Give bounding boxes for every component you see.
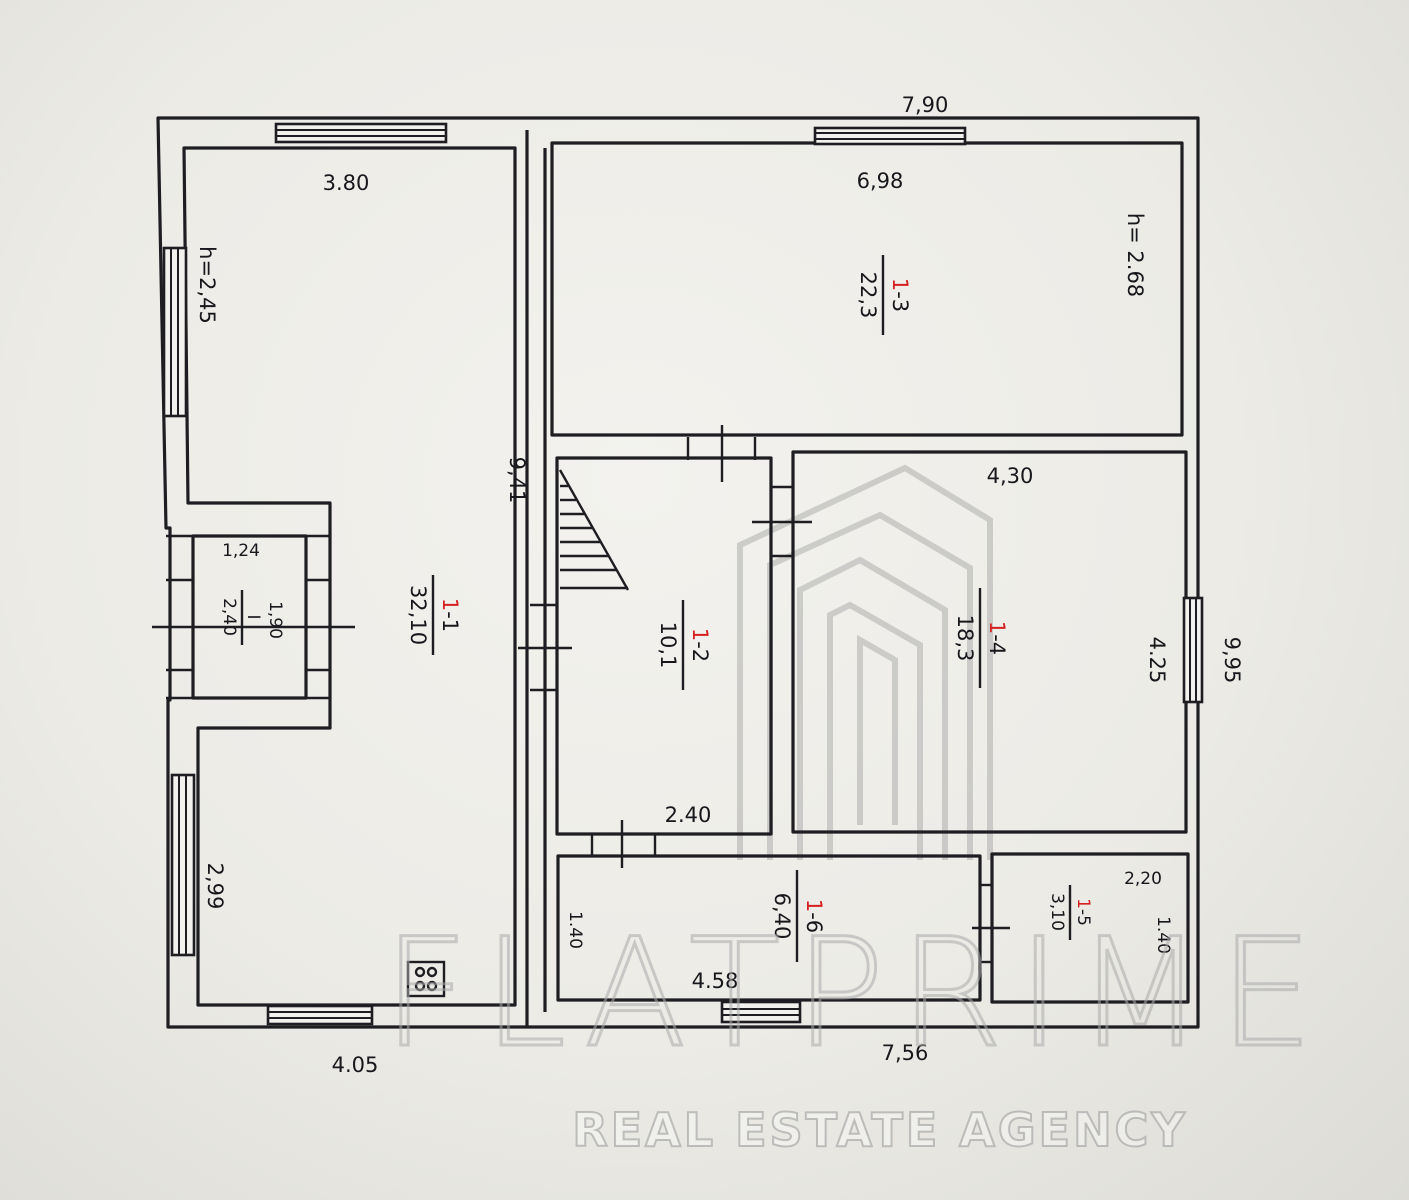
room-area: 6,40 bbox=[770, 893, 794, 940]
room-label-bars bbox=[240, 255, 1072, 962]
dim-top-overall: 7,90 bbox=[902, 93, 949, 117]
dim-r4-top: 4,30 bbox=[987, 464, 1034, 488]
room-label-1-5: 1-5 3,10 bbox=[1047, 893, 1093, 931]
room-label-1-6: 1-6 6,40 bbox=[770, 893, 826, 940]
dim-bottom-left: 4.05 bbox=[332, 1053, 379, 1077]
dim-right-overall: 9,95 bbox=[1220, 637, 1244, 684]
room-id: 1-6 bbox=[802, 899, 826, 933]
room-id: 1-2 bbox=[688, 628, 712, 662]
dim-closet-side: 1,90 bbox=[265, 601, 285, 639]
room-area: 2,40 bbox=[219, 598, 239, 636]
watermark-logo-icon bbox=[737, 464, 993, 860]
room-label-1-2: 1-2 10,1 bbox=[656, 622, 712, 669]
room-id: 1-1 bbox=[438, 598, 462, 632]
room-area: 3,10 bbox=[1047, 893, 1067, 931]
room-label-closet: I 2,40 bbox=[219, 598, 263, 636]
dim-r5-side: 1.40 bbox=[1153, 916, 1173, 954]
dim-closet-top: 1,24 bbox=[222, 541, 260, 561]
dim-r4-side: 4.25 bbox=[1145, 637, 1169, 684]
room-label-1-3: 1-3 22,3 bbox=[856, 272, 912, 319]
room-area: 18,3 bbox=[953, 615, 977, 662]
dim-r1-height: h=2,45 bbox=[195, 246, 219, 324]
dim-r1-lower-side: 2,99 bbox=[203, 863, 227, 910]
dim-r2-bottom: 2.40 bbox=[665, 803, 712, 827]
room-id: 1-3 bbox=[888, 278, 912, 312]
room-area: 10,1 bbox=[656, 622, 680, 669]
room-area: 22,3 bbox=[856, 272, 880, 319]
stove-icon bbox=[406, 960, 446, 998]
window-top-left-icon bbox=[274, 122, 448, 144]
door-marks bbox=[518, 425, 1010, 964]
room-label-1-1: 1-1 32,10 bbox=[406, 585, 462, 645]
closet-walls bbox=[152, 534, 355, 700]
dim-r6-side: 1.40 bbox=[565, 911, 585, 949]
stairs-icon bbox=[558, 469, 630, 591]
dim-r1-top: 3.80 bbox=[323, 171, 370, 195]
window-right-icon bbox=[1182, 596, 1204, 704]
window-left-lower-icon bbox=[170, 773, 196, 957]
watermark-brand: FLATPRIME bbox=[383, 907, 1328, 1081]
dim-r5-top: 2,20 bbox=[1124, 869, 1162, 889]
room-area: 32,10 bbox=[406, 585, 430, 645]
dim-middle-wall: 9,41 bbox=[505, 457, 529, 504]
outer-walls bbox=[156, 116, 1200, 1029]
room-id: 1-5 bbox=[1073, 898, 1093, 926]
room-1-2-walls bbox=[555, 456, 773, 836]
room-label-1-4: 1-4 18,3 bbox=[953, 615, 1009, 662]
dim-r6-bottom: 4.58 bbox=[692, 969, 739, 993]
window-bottom-right-icon bbox=[720, 1000, 802, 1024]
window-bottom-left-icon bbox=[266, 1004, 374, 1026]
dim-r3-top: 6,98 bbox=[857, 169, 904, 193]
watermark-tagline: REAL ESTATE AGENCY bbox=[572, 1103, 1187, 1157]
room-id: 1-4 bbox=[985, 621, 1009, 655]
dim-bottom-right: 7,56 bbox=[882, 1041, 929, 1065]
room-id: I bbox=[243, 614, 263, 619]
window-top-right-icon bbox=[813, 126, 967, 146]
dim-r3-height: h= 2.68 bbox=[1123, 213, 1147, 297]
window-left-upper-icon bbox=[162, 246, 188, 418]
